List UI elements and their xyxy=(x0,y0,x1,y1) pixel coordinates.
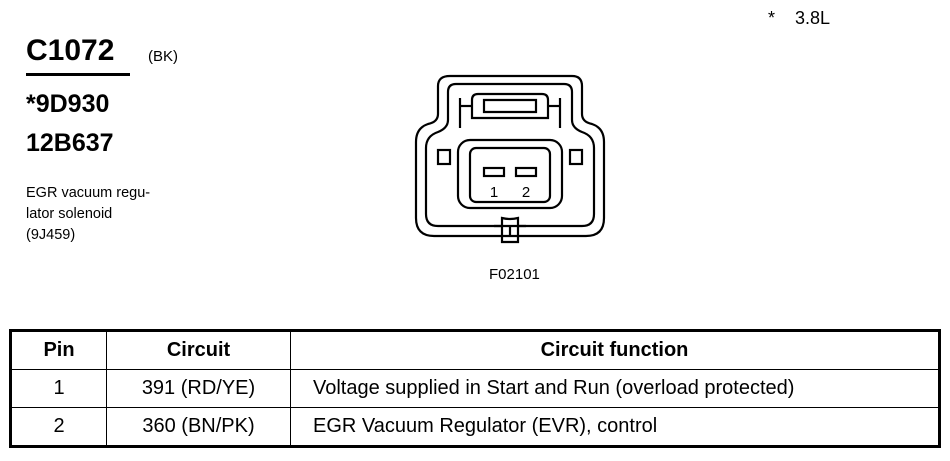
component-description: EGR vacuum regu- lator solenoid (9J459) xyxy=(26,183,150,246)
terminal-cavity xyxy=(468,146,552,204)
pin-label: 2 xyxy=(522,184,530,201)
pin-cell: 1 xyxy=(10,369,107,408)
circuit-cell: 391 (RD/YE) xyxy=(106,369,291,408)
engine-note: * 3.8L xyxy=(768,8,831,28)
function-cell: EGR Vacuum Regulator (EVR), control xyxy=(290,407,940,447)
part-number: 12B637 xyxy=(26,129,114,157)
table-row: 2 360 (BN/PK) EGR Vacuum Regulator (EVR)… xyxy=(10,407,940,447)
bottom-latch xyxy=(500,216,520,244)
locking-tab xyxy=(470,92,550,120)
part-number: *9D930 xyxy=(26,90,110,118)
circuit-cell: 360 (BN/PK) xyxy=(106,407,291,447)
housing-outline xyxy=(414,74,606,238)
figure-code: F02101 xyxy=(489,266,540,283)
header-circuit: Circuit xyxy=(106,330,291,370)
pin-table: Pin Circuit Circuit function 1 391 (RD/Y… xyxy=(9,329,941,448)
terminal-1 xyxy=(482,166,506,178)
function-cell: Voltage supplied in Start and Run (overl… xyxy=(290,369,940,408)
connector-id-underline xyxy=(26,73,130,76)
table-row: 1 391 (RD/YE) Voltage supplied in Start … xyxy=(10,369,940,408)
table-header-row: Pin Circuit Circuit function xyxy=(10,330,940,370)
locking-tab-inner xyxy=(482,98,538,114)
description-line: EGR vacuum regu- xyxy=(26,185,151,201)
side-key-left xyxy=(436,148,452,166)
pin-cell: 2 xyxy=(10,407,107,447)
description-line: lator solenoid xyxy=(26,206,113,222)
terminal-2 xyxy=(514,166,538,178)
connector-color: (BK) xyxy=(148,48,178,65)
housing-inner-outline xyxy=(424,82,596,228)
connector-face-diagram: 1 2 xyxy=(414,74,606,244)
terminal-cavity-outer xyxy=(456,138,564,210)
header-pin: Pin xyxy=(10,330,107,370)
connector-id: C1072 xyxy=(26,34,115,67)
header-circuit-function: Circuit function xyxy=(290,330,940,370)
side-key-right xyxy=(568,148,584,166)
description-line: (9J459) xyxy=(26,227,76,243)
pin-label: 1 xyxy=(490,184,498,201)
